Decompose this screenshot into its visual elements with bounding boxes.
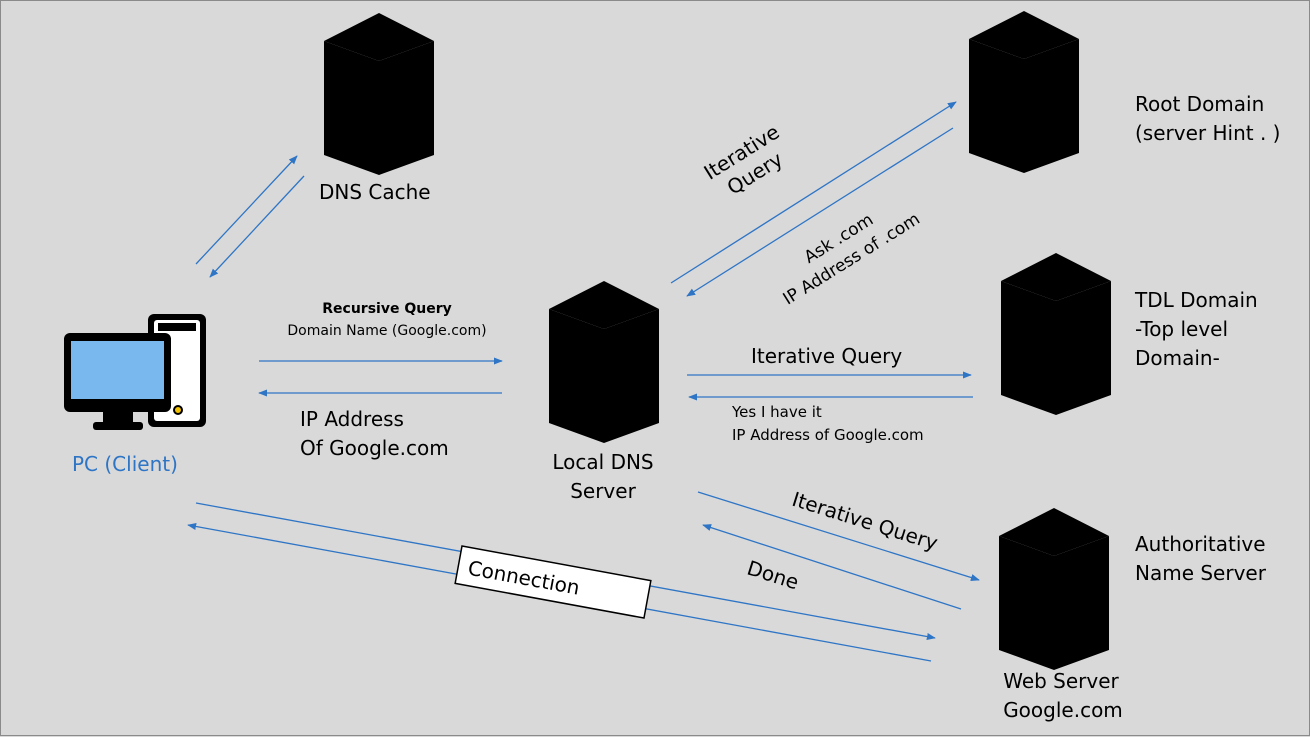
- client-label: PC (Client): [72, 452, 178, 476]
- root-domain-server-icon: [967, 9, 1081, 175]
- auth-reply-label: Done: [744, 556, 801, 595]
- tld-domain-label-3: Domain-: [1135, 346, 1220, 370]
- web-server-label-1: Web Server: [1003, 669, 1119, 693]
- authoritative-server-icon: [997, 506, 1111, 672]
- root-query-label: Iterative Query: [700, 120, 788, 200]
- arrow-local-to-auth: [697, 491, 980, 582]
- desktop-computer-icon: [64, 314, 206, 430]
- arrow-local-to-root: [670, 101, 957, 284]
- auth-reply-label-group: Done: [744, 556, 801, 595]
- ip-reply-label-1: IP Address: [300, 407, 404, 431]
- dns-cache-label: DNS Cache: [319, 180, 431, 204]
- tld-reply-label-2: IP Address of Google.com: [732, 426, 924, 444]
- tld-domain-server-icon: [999, 251, 1113, 417]
- arrow-client-to-cache: [195, 155, 298, 265]
- dns-cache-server-icon: [322, 11, 436, 177]
- authoritative-label-2: Name Server: [1135, 561, 1267, 585]
- arrow-cache-to-client: [209, 175, 305, 278]
- local-dns-label-1: Local DNS: [552, 450, 653, 474]
- recursive-query-title: Recursive Query: [322, 301, 451, 317]
- authoritative-label-1: Authoritative: [1135, 532, 1266, 556]
- tld-domain-label-2: -Top level: [1135, 317, 1228, 341]
- root-domain-label-2: (server Hint . ): [1135, 121, 1280, 145]
- arrow-root-to-local: [686, 127, 954, 297]
- recursive-query-subtitle: Domain Name (Google.com): [287, 323, 486, 339]
- root-domain-label-1: Root Domain: [1135, 92, 1264, 116]
- arrow-auth-to-local: [702, 524, 962, 610]
- connection-box: Connection: [454, 545, 652, 619]
- ip-reply-label-2: Of Google.com: [300, 436, 449, 460]
- tld-reply-label-1: Yes I have it: [731, 403, 822, 421]
- tld-query-label: Iterative Query: [751, 344, 902, 368]
- local-dns-label-2: Server: [570, 479, 636, 503]
- web-server-label-2: Google.com: [1003, 698, 1123, 722]
- local-dns-server-icon: [547, 279, 661, 445]
- tld-domain-label-1: TDL Domain: [1134, 288, 1258, 312]
